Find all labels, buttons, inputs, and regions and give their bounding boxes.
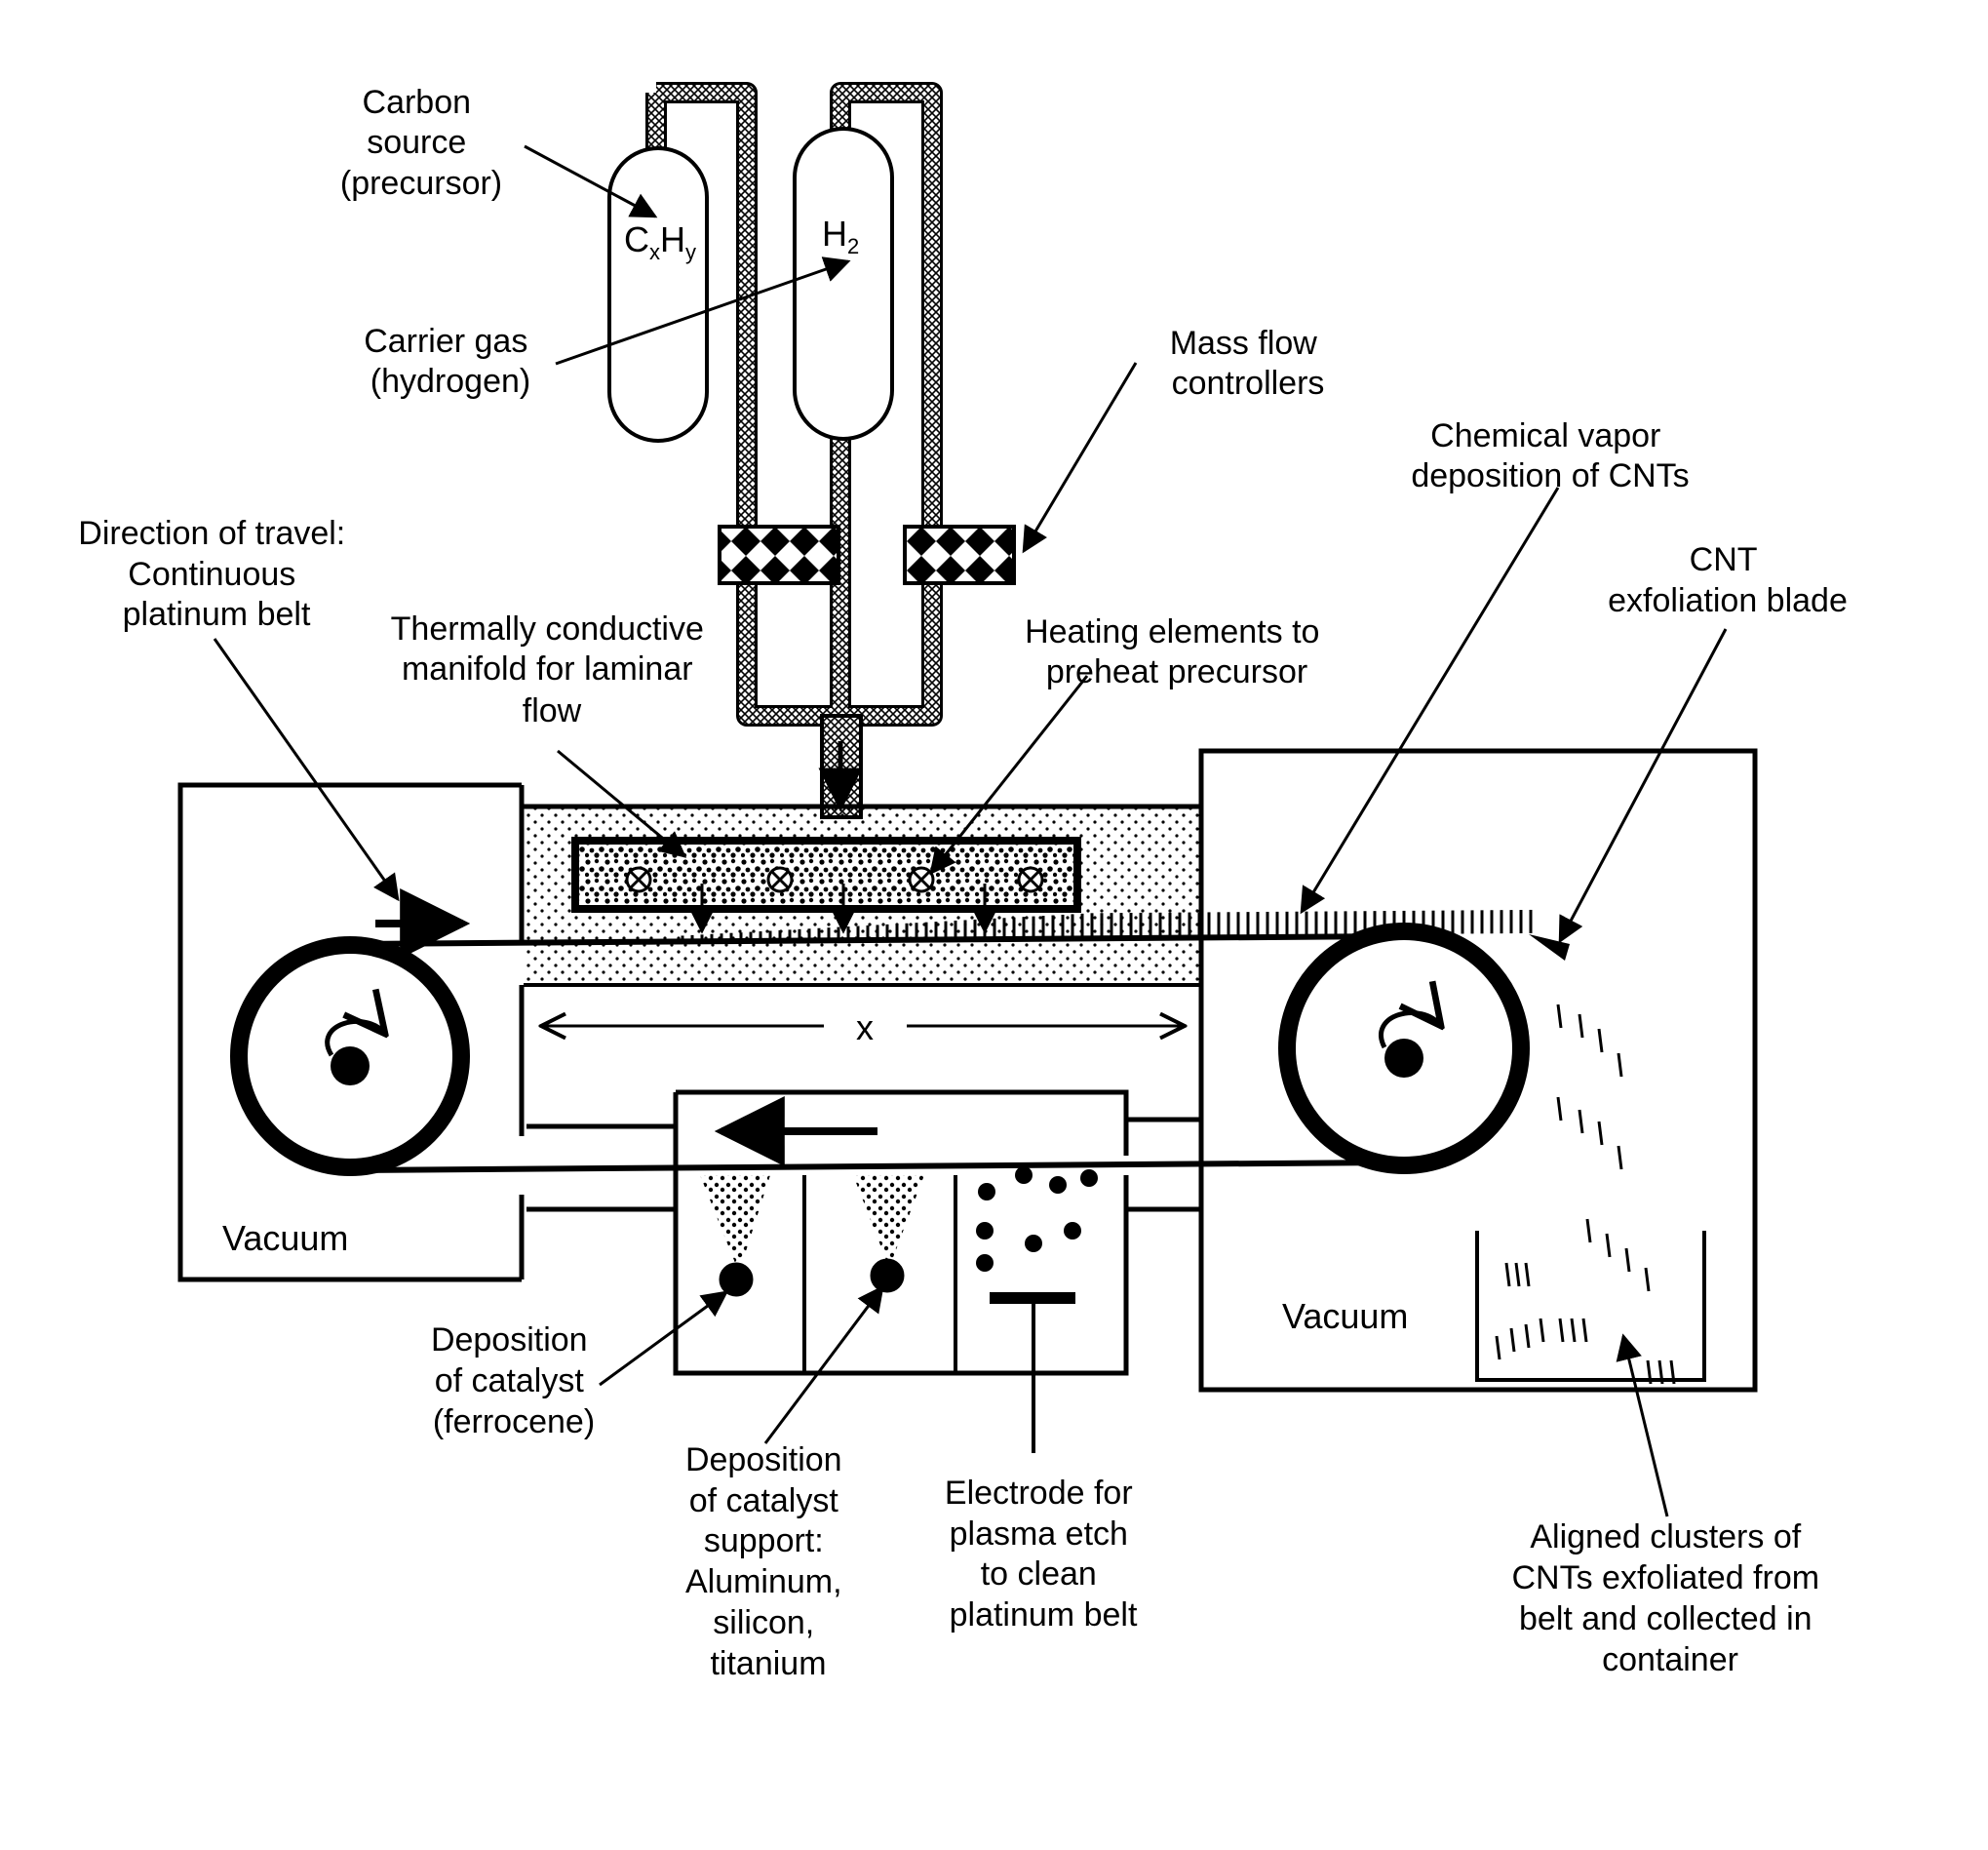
treatment-box (526, 1092, 1201, 1453)
label-heating: Heating elements to preheat precursor (1025, 613, 1329, 690)
carbon-formula: CxHy (624, 219, 696, 264)
label-support: Deposition of catalyst support: Aluminum… (685, 1441, 851, 1682)
cnt-mark (1618, 1146, 1621, 1169)
label-blade: CNT exfoliation blade (1608, 541, 1848, 619)
cnt-mark (1560, 1319, 1563, 1342)
distance-label: x (856, 1007, 874, 1047)
label-manifold: Thermally conductive manifold for lamina… (391, 610, 714, 729)
cnt-mark (1516, 1263, 1519, 1286)
label-mass-flow: Mass flow controllers (1170, 325, 1327, 402)
cnt-mark (1511, 1328, 1514, 1352)
support-source (871, 1259, 904, 1292)
cnt-mark (1583, 1319, 1586, 1342)
etch-electrode (990, 1292, 1075, 1304)
belt-bottom (349, 1162, 1394, 1170)
catalyst-spray (700, 1175, 770, 1273)
label-cvd: Chemical vapor deposition of CNTs (1411, 417, 1689, 494)
cnt-mark (1607, 1234, 1610, 1257)
carbon-source-cylinder (609, 148, 707, 441)
support-spray (853, 1175, 924, 1268)
hydrogen-cylinder (795, 129, 892, 439)
label-vacuum-left: Vacuum (222, 1218, 348, 1258)
distance-marker: x (541, 1007, 1185, 1047)
label-carbon-source: Carbon source (precursor) (340, 84, 502, 202)
cnt-mark (1599, 1122, 1602, 1145)
cnt-mark (1579, 1014, 1582, 1038)
cnt-mark (1572, 1319, 1575, 1342)
label-clusters: Aligned clusters of CNTs exfoliated from… (1512, 1518, 1829, 1678)
cnt-mark (1579, 1110, 1582, 1133)
cnt-mark (1526, 1324, 1529, 1348)
label-direction: Direction of travel: Continuous platinum… (78, 515, 354, 633)
cnt-mark (1646, 1268, 1649, 1291)
cnt-mark (1540, 1319, 1543, 1342)
cnt-mark (1558, 1004, 1561, 1028)
cnt-mark (1626, 1248, 1629, 1272)
gas-supply: CxHy H2 (609, 93, 1014, 817)
mass-flow-controller-left (720, 527, 838, 583)
label-carrier-gas: Carrier gas (hydrogen) (364, 323, 537, 400)
catalyst-source (720, 1263, 753, 1296)
plasma-particles (976, 1166, 1098, 1272)
cnt-mark (1599, 1029, 1602, 1052)
cnt-mark (1526, 1263, 1529, 1286)
label-catalyst: Deposition of catalyst (ferrocene) (431, 1321, 597, 1440)
cnt-mark (1618, 1053, 1621, 1077)
exfoliation-blade (1529, 934, 1570, 961)
belt-top (349, 936, 1394, 944)
cnt-mark (1506, 1263, 1509, 1286)
cnt-mark (1587, 1219, 1590, 1242)
cnt-mark (1497, 1336, 1500, 1359)
cnt-mark (1558, 1097, 1561, 1121)
mass-flow-controller-right (905, 527, 1014, 583)
label-vacuum-right: Vacuum (1282, 1296, 1408, 1336)
label-electrode: Electrode for plasma etch to clean plati… (945, 1475, 1142, 1634)
